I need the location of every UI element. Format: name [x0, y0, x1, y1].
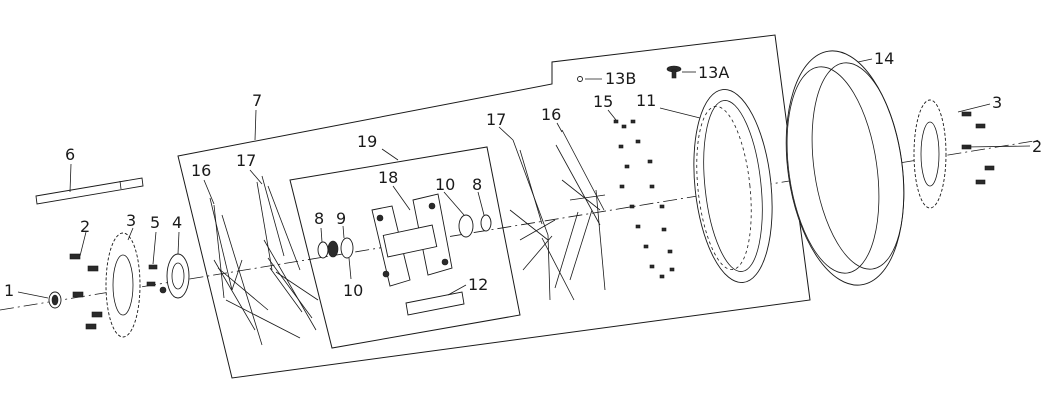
- brake-disc-part-3-right: [913, 99, 947, 209]
- brake-disc-part-3-left: [105, 232, 141, 338]
- callout-12: 12: [468, 275, 488, 294]
- callout-2-left: 2: [80, 217, 90, 236]
- spokes-left-set: [209, 175, 319, 346]
- callout-9: 9: [336, 209, 346, 228]
- spacer-part-12: [405, 291, 465, 316]
- callout-3-right: 3: [992, 93, 1002, 112]
- callout-7: 7: [252, 91, 262, 110]
- group-19-outline: [289, 146, 521, 349]
- callout-5: 5: [150, 213, 160, 232]
- callout-2-right: 2: [1032, 137, 1042, 156]
- callout-16-left: 16: [191, 161, 211, 180]
- tire-part-14: [785, 50, 905, 286]
- callout-8-left: 8: [314, 209, 324, 228]
- callout-16-right: 16: [541, 105, 561, 124]
- rim-part-11: [693, 88, 773, 284]
- callout-15: 15: [593, 92, 613, 111]
- hub-part-18: [371, 193, 453, 287]
- callout-labels: 1 2 3 4 5 6 7 8 9 10 10 8 11 12 13A 13B …: [4, 49, 1042, 300]
- callout-10-right: 10: [435, 175, 455, 194]
- ring-part-4: [166, 253, 190, 299]
- spokes-right-set: [509, 129, 606, 301]
- callout-11: 11: [636, 91, 656, 110]
- group-7-outline: [177, 34, 811, 379]
- callout-6: 6: [65, 145, 75, 164]
- bearings-right-part-10-8: [458, 214, 492, 238]
- callout-1: 1: [4, 281, 14, 300]
- bearings-left-part-8-9-10: [317, 237, 354, 259]
- callout-4: 4: [172, 213, 182, 232]
- callout-18: 18: [378, 168, 398, 187]
- spoke-nipples-part-15: [613, 119, 675, 279]
- axle-nut-part-1: [48, 291, 62, 309]
- valve-part-13A: [666, 65, 682, 79]
- disc-bolts-part-2-left: [69, 253, 103, 330]
- callout-10-left: 10: [343, 281, 363, 300]
- callout-8-right: 8: [472, 175, 482, 194]
- callout-17-right: 17: [486, 110, 506, 129]
- callout-3-left: 3: [126, 211, 136, 230]
- leader-lines: [17, 58, 1031, 299]
- callout-13A: 13A: [698, 63, 729, 82]
- callout-14: 14: [874, 49, 894, 68]
- callout-13B: 13B: [605, 69, 636, 88]
- callout-19: 19: [357, 132, 377, 151]
- axle-part-6: [35, 177, 144, 205]
- sprocket-bolts-part-5: [146, 264, 167, 294]
- valve-cap-part-13B: [577, 76, 583, 82]
- callout-17-left: 17: [236, 151, 256, 170]
